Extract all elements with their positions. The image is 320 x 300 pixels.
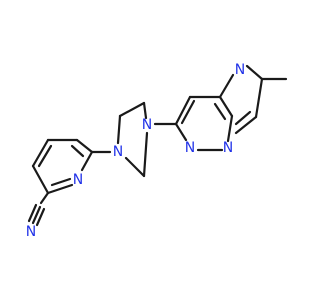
atom-n-piperazine-1: N [113, 144, 123, 160]
bond-pyridine-to-n [80, 150, 94, 172]
bond-cyano-c [39, 191, 50, 205]
bond-cyano-triple [35, 207, 46, 227]
bonds [27, 64, 288, 227]
bond-pyridine-double [50, 177, 72, 187]
bond-pyridazine-double [180, 99, 196, 125]
atom-labels: N N N N N N N [26, 62, 245, 240]
bond-imidazole-double [234, 110, 252, 126]
atom-n-piperazine-2: N [142, 117, 152, 133]
bond-imidazole [245, 64, 264, 81]
bond-pyridine [75, 138, 94, 154]
bond-piperazine [142, 101, 148, 120]
bond-cyano-triple [27, 203, 38, 223]
atom-n-pyridine: N [73, 172, 83, 188]
bond-piperazine [118, 101, 146, 118]
bond-imidazole [234, 115, 258, 135]
bond-cyano-triple [31, 205, 42, 225]
bond-imidazole [218, 73, 235, 99]
bond-pyridazine [218, 95, 234, 118]
bond-imidazole [254, 77, 264, 119]
atom-n-imidazole: N [235, 62, 245, 78]
atom-n-pyridazine: N [185, 140, 195, 156]
bond-piperazine [124, 156, 146, 178]
bond-pyridazine-double [213, 102, 227, 121]
bond-pyridine-double [37, 144, 53, 168]
bond-pyridine-double [70, 144, 85, 158]
atom-n-cyano: N [26, 224, 36, 240]
bond-pyridine [31, 138, 50, 168]
bond-pyridine [31, 164, 50, 195]
atom-n-bridge: N [223, 140, 233, 156]
bond-pyridazine [174, 95, 192, 126]
molecule-structure: N N N N N N N [26, 62, 288, 240]
bond-pyridazine [174, 122, 188, 142]
bond-piperazine [142, 131, 149, 178]
bond-pyridine-to-n [46, 183, 74, 195]
bond-piperazine [116, 114, 122, 145]
bond-pyridazine [226, 114, 234, 143]
